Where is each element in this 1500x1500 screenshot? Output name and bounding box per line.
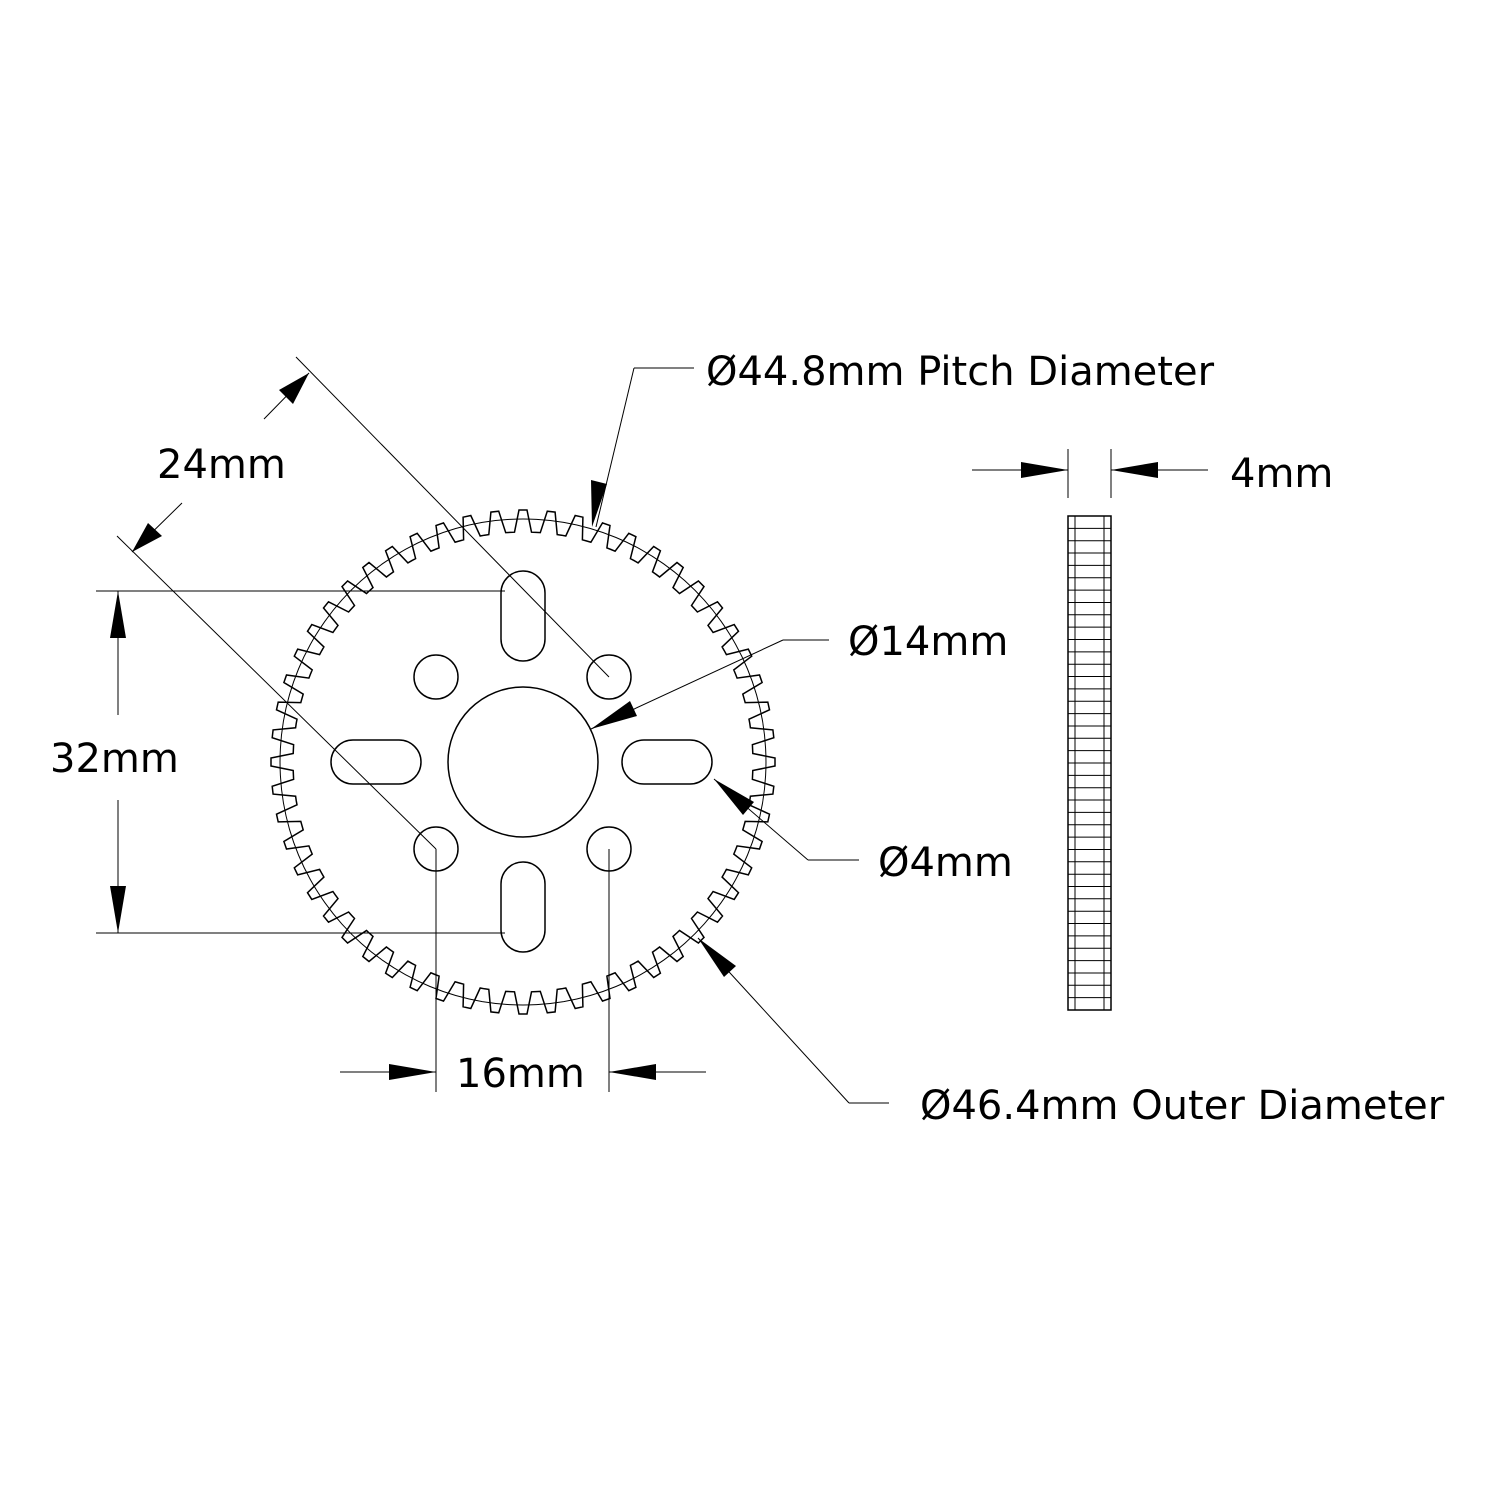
hole-label: Ø4mm [878, 840, 1013, 886]
leader-hole: Ø4mm [713, 778, 1013, 886]
slot-right [621, 739, 713, 785]
dimension-slot-span: 32mm [50, 590, 505, 934]
gear-front-view [270, 509, 776, 1015]
leader-outer-diameter: Ø46.4mm Outer Diameter [697, 937, 1445, 1129]
hole-spacing-label: 16mm [456, 1051, 585, 1097]
slot-top [500, 570, 546, 662]
outer-diameter-label: Ø46.4mm Outer Diameter [920, 1083, 1445, 1129]
mount-hole-top-left [413, 654, 459, 700]
gear-tooth-outline [270, 509, 776, 1015]
leader-bore: Ø14mm [590, 619, 1008, 730]
thickness-label: 4mm [1230, 451, 1333, 497]
gear-side-tooth-lines [1068, 516, 1111, 1010]
bore-label: Ø14mm [848, 619, 1008, 665]
slot-left [330, 739, 422, 785]
mount-hole-top-right [586, 654, 632, 700]
leader-pitch-diameter: Ø44.8mm Pitch Diameter [591, 349, 1215, 528]
dimension-hole-spacing: 16mm [340, 849, 706, 1097]
bolt-circle-label: 24mm [157, 442, 286, 488]
center-bore [447, 686, 599, 838]
slot-span-label: 32mm [50, 736, 179, 782]
slot-bottom [500, 861, 546, 953]
gear-side-view [1067, 515, 1112, 1011]
gear-tooth-hatch [279, 518, 767, 1006]
dimension-bolt-circle: 24mm [116, 356, 610, 850]
dimension-thickness: 4mm [972, 449, 1333, 498]
pitch-diameter-label: Ø44.8mm Pitch Diameter [706, 349, 1215, 395]
